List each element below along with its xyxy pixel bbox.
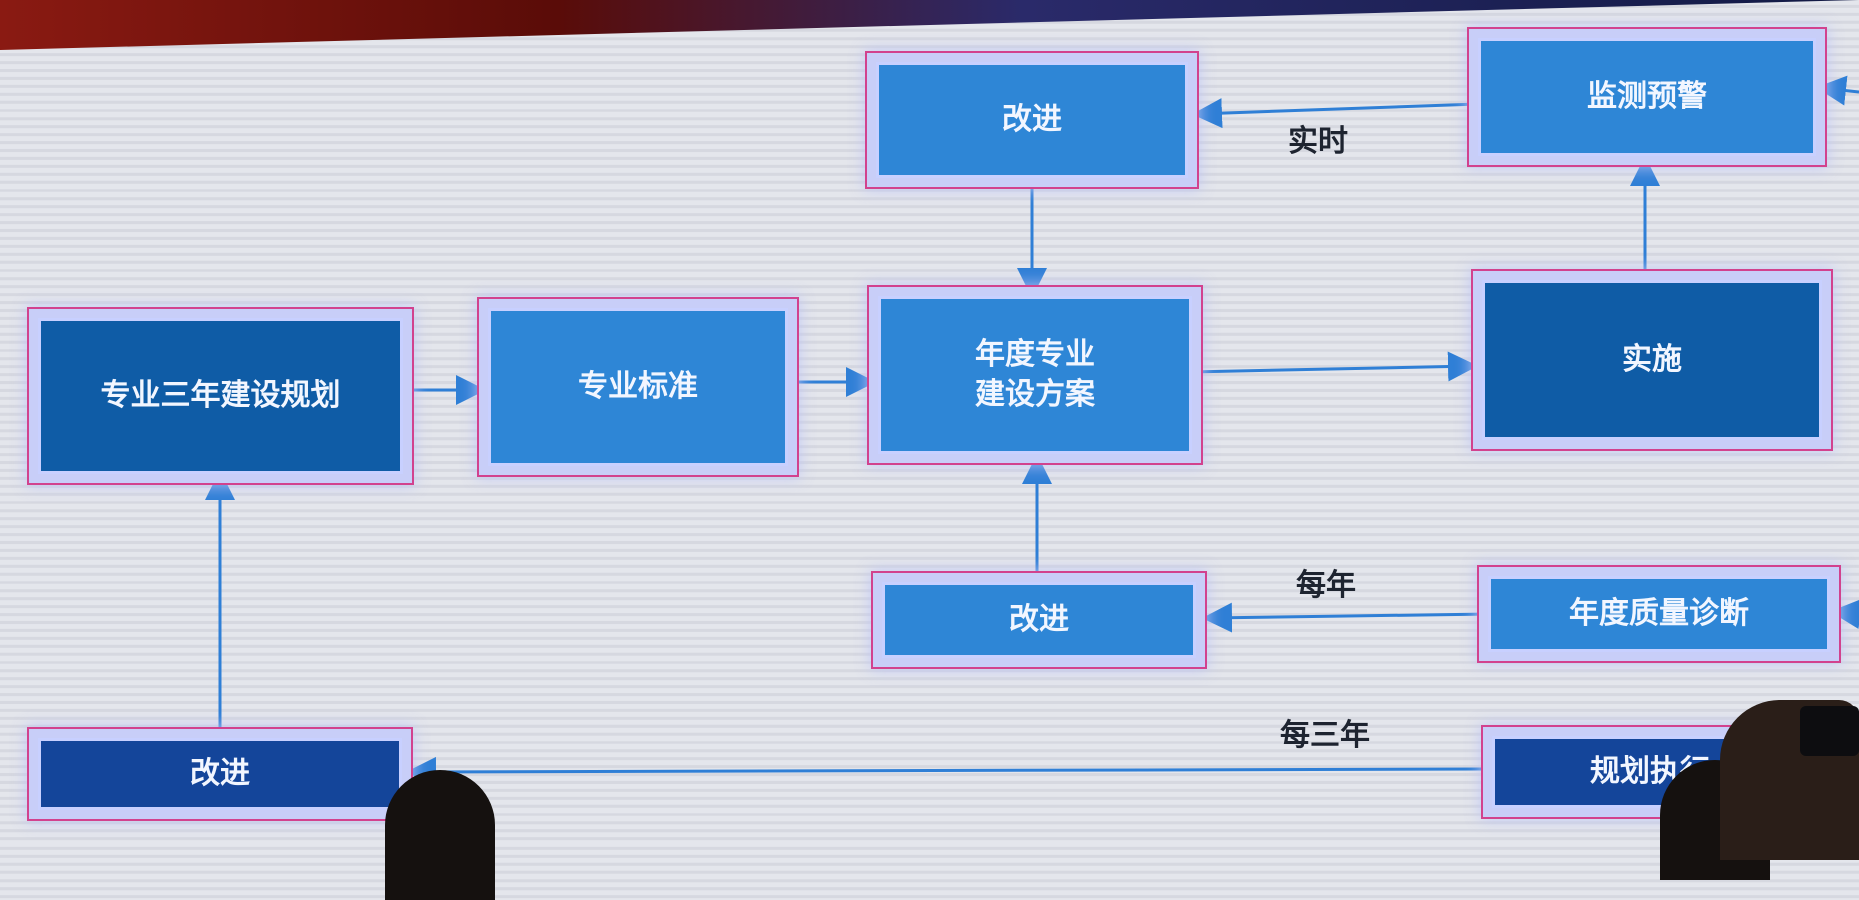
node-improve-top-label: 改进 (1002, 101, 1062, 137)
node-three-year-plan: 专业三年建设规划 (27, 307, 414, 485)
node-standard-label: 专业标准 (578, 368, 698, 404)
node-improve-bottom-label: 改进 (190, 755, 250, 791)
arrow-diagnosis-to-improve-mid (1202, 602, 1491, 633)
label-realtime: 实时 (1288, 124, 1348, 159)
node-annual-diagnosis: 年度质量诊断 (1477, 565, 1841, 663)
label-yearly: 每年 (1296, 568, 1356, 603)
audience-head-left (385, 770, 495, 900)
arrow-annual-to-implement (1189, 351, 1478, 382)
node-monitor-label: 监测预警 (1587, 78, 1707, 114)
node-standard: 专业标准 (477, 297, 799, 477)
arrow-offscreen-to-diagnosis (1830, 599, 1859, 630)
node-annual-plan-label: 年度专业 建设方案 (975, 336, 1095, 413)
arrow-monitor-to-improve-top (1192, 98, 1479, 129)
node-improve-top: 改进 (865, 51, 1199, 189)
arrow-offscreen-to-monitor (1816, 75, 1859, 106)
audience-phone (1800, 706, 1859, 756)
diagram-arrows (205, 75, 1859, 787)
node-three-year-plan-label: 专业三年建设规划 (100, 377, 341, 413)
node-monitor: 监测预警 (1467, 27, 1827, 167)
arrow-execution-to-improve-bottom (406, 756, 1483, 787)
node-improve-middle: 改进 (871, 571, 1207, 669)
label-triennial: 每三年 (1280, 718, 1370, 753)
node-annual-plan: 年度专业 建设方案 (867, 285, 1203, 465)
node-annual-diagnosis-label: 年度质量诊断 (1569, 595, 1749, 631)
node-implement: 实施 (1471, 269, 1833, 451)
node-improve-bottom: 改进 (27, 727, 413, 821)
node-implement-label: 实施 (1622, 341, 1682, 377)
node-improve-middle-label: 改进 (1009, 601, 1069, 637)
